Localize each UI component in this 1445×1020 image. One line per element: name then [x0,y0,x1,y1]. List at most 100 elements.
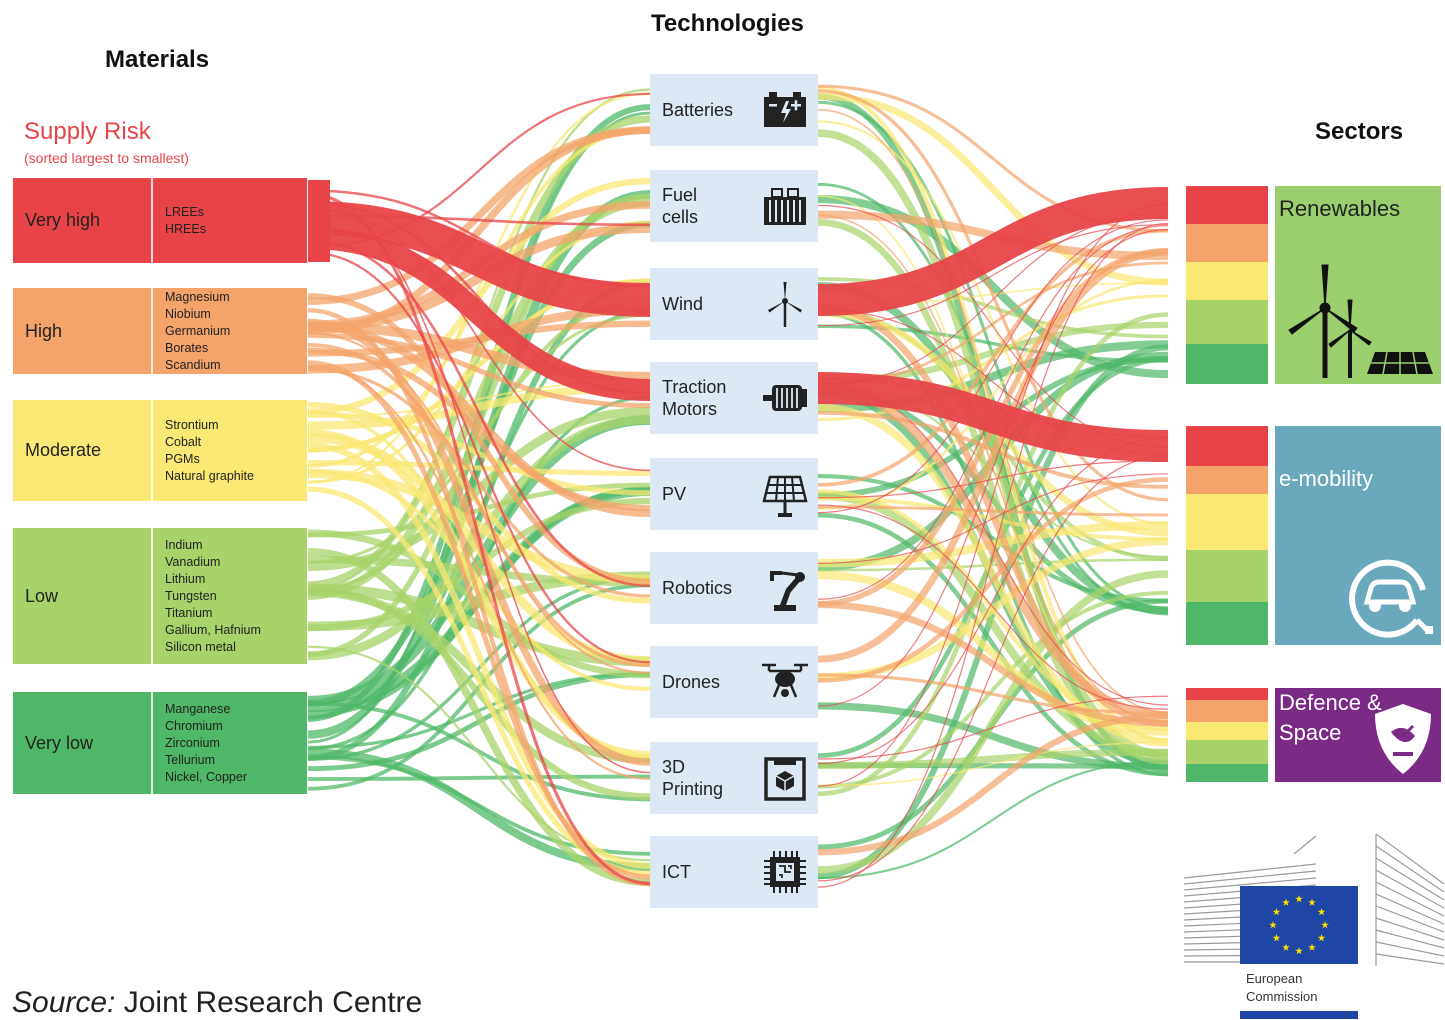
stack-very-low [1186,764,1268,782]
flow-ribbon [817,228,1169,707]
tech-drones: Drones [650,646,818,718]
material-item: Vanadium [165,554,221,569]
material-item: Lithium [165,571,206,586]
tech-label: Wind [662,294,704,314]
flow-ribbon [817,558,1169,572]
flow-ribbon [817,504,1169,710]
eu-logo-line2: Commission [1246,989,1318,1004]
eu-star [1272,908,1281,916]
flow-ribbon [817,203,1169,787]
flow-ribbon [307,201,651,317]
source-prefix: Source: [12,986,116,1019]
eu-stars-icon [1269,895,1329,955]
material-item: Chromium [165,718,223,733]
sectors-header: Sectors [1315,118,1404,145]
material-item: Natural graphite [165,468,254,483]
eu-star [1317,908,1326,916]
flow-ribbon [817,477,1169,683]
material-item: Tellurium [165,752,216,767]
flow-ribbon [817,713,1169,856]
flow-ribbon [817,512,1169,777]
stack-low [1186,300,1268,344]
tech-label: 3D Printing [662,757,724,799]
sector-label: Defence & Space [1279,690,1382,745]
risk-level-label: Low [13,528,153,664]
eu-star [1282,898,1290,906]
eu-star [1295,947,1303,955]
chip-icon [764,851,806,893]
material-item: Cobalt [165,434,202,449]
flow-ribbon [817,695,1169,760]
electric-car-icon [1349,559,1433,638]
eu-logo-line1: European [1246,971,1303,986]
sector-risk-stack-renewables [1186,186,1268,384]
flow-ribbon [307,547,651,887]
flow-ribbon [307,774,651,782]
supply-risk-title: Supply Risk [24,118,151,145]
satellite-shield-icon [1375,704,1431,774]
stack-moderate [1186,262,1268,300]
tech-fuel-cells: Fuel cells [650,170,818,242]
source-text: Joint Research Centre [123,986,423,1019]
stack-very-low [1186,602,1268,645]
flow-ribbon [817,223,1169,327]
flow-ribbon-band [308,180,330,262]
wind-solar-icon [1288,264,1433,378]
material-item: Scandium [165,357,221,372]
flow-ribbon [817,741,1169,787]
tech-robotics: Robotics [650,552,818,624]
supply-risk-subtitle: (sorted largest to smallest) [24,150,189,166]
flow-ribbon [307,332,651,674]
flow-ribbon [817,248,1169,663]
material-item: LREEs [165,204,204,219]
source-line: Source: Joint Research Centre [12,986,422,1020]
flow-ribbon [817,601,1169,727]
material-item: HREEs [165,221,206,236]
3d-printer-icon [764,757,806,801]
risk-level-label: Very low [13,692,153,794]
eu-star [1308,898,1316,906]
tech-label: Drones [662,672,721,692]
material-item: PGMs [165,451,200,466]
stack-very-low [1186,344,1268,384]
flow-ribbon [817,455,1169,882]
flow-ribbon [307,701,651,802]
eu-star [1317,934,1326,942]
flow-ribbon [307,755,651,856]
eu-star [1282,943,1290,951]
flow-ribbon [817,491,1169,758]
sector-label: e-mobility [1279,466,1374,491]
fuel-cell-icon [764,188,806,225]
material-item: Magnesium [165,289,230,304]
flow-ribbon [817,505,1169,517]
material-item: Gallium, Hafnium [165,622,261,637]
material-item: Titanium [165,605,213,620]
material-item: Niobium [165,306,211,321]
tech-label: PV [662,484,687,504]
flow-ribbon [817,228,1169,487]
flow-ribbon [817,460,1169,499]
flow-ribbon [307,360,651,880]
material-item: Silicon metal [165,639,236,654]
technologies-header: Technologies [651,10,804,37]
eu-star [1272,934,1281,942]
material-item: Germanium [165,323,231,338]
tech-label: Traction Motors [662,377,727,419]
tech-wind: Wind [650,268,818,340]
battery-icon [764,92,806,127]
sector-risk-stack-e-mobility [1186,426,1268,645]
eu-logo-text: European Commission [1246,970,1318,1006]
risk-level-label: Very high [13,178,153,263]
stack-high [1186,466,1268,494]
stack-low [1186,550,1268,602]
tech-batteries: Batteries [650,74,818,146]
flow-ribbon [307,468,651,585]
flow-ribbon [817,473,1169,564]
material-item: Borates [165,340,209,355]
tech-3d-printing: 3D Printing [650,742,818,814]
